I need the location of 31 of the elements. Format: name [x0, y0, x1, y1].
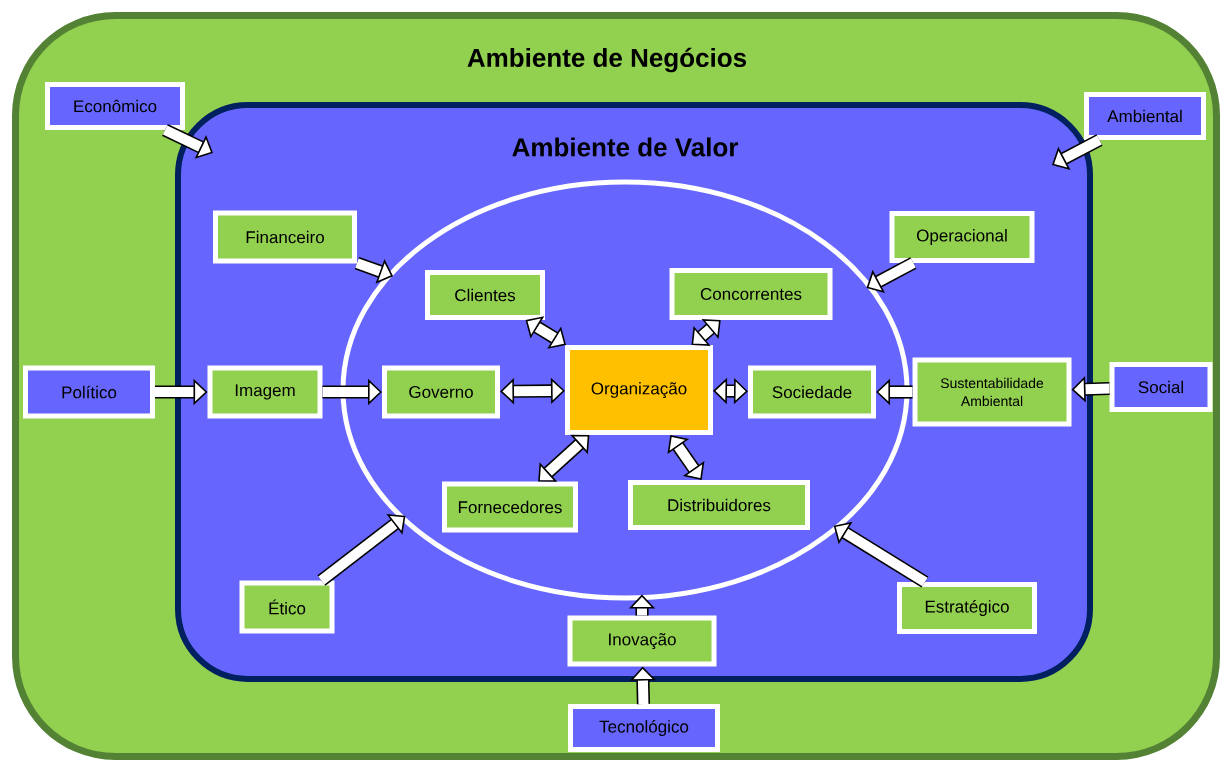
label-box: Operacional — [889, 211, 1035, 263]
panel-title: Ambiente de Valor — [512, 137, 739, 157]
label-box: Econômico — [45, 82, 185, 130]
label-box: Sociedade — [748, 365, 876, 419]
block-arrow — [162, 124, 213, 159]
label-box: Estratégico — [897, 582, 1037, 634]
label-box: Ambiental — [1084, 92, 1206, 140]
block-arrow — [691, 319, 721, 346]
label-box: Governo — [382, 365, 500, 419]
label-box: Financeiro — [213, 210, 357, 264]
label-box: Inovação — [567, 615, 717, 667]
label-box: Organização — [565, 345, 713, 435]
label-box: Ético — [239, 580, 335, 634]
label-box: Distribuidores — [628, 480, 810, 530]
block-arrow — [500, 377, 565, 405]
block-arrow — [713, 377, 748, 405]
label-box: Sustentabilidade Ambiental — [912, 357, 1072, 427]
ellipse-outline — [340, 179, 910, 601]
label-box: Imagem — [207, 365, 323, 419]
label-box: Social — [1109, 362, 1213, 412]
label-box: Fornecedores — [442, 481, 578, 533]
block-arrow — [1052, 134, 1103, 171]
block-arrow — [866, 257, 917, 294]
block-arrow — [667, 435, 705, 480]
panel-title: Ambiente de Negócios — [467, 47, 747, 73]
block-arrow — [538, 434, 590, 482]
label-box: Tecnológico — [568, 704, 720, 752]
label-box: Político — [23, 365, 155, 419]
label-box: Clientes — [425, 270, 545, 320]
label-box: Concorrentes — [669, 268, 833, 320]
block-arrow — [317, 513, 406, 586]
